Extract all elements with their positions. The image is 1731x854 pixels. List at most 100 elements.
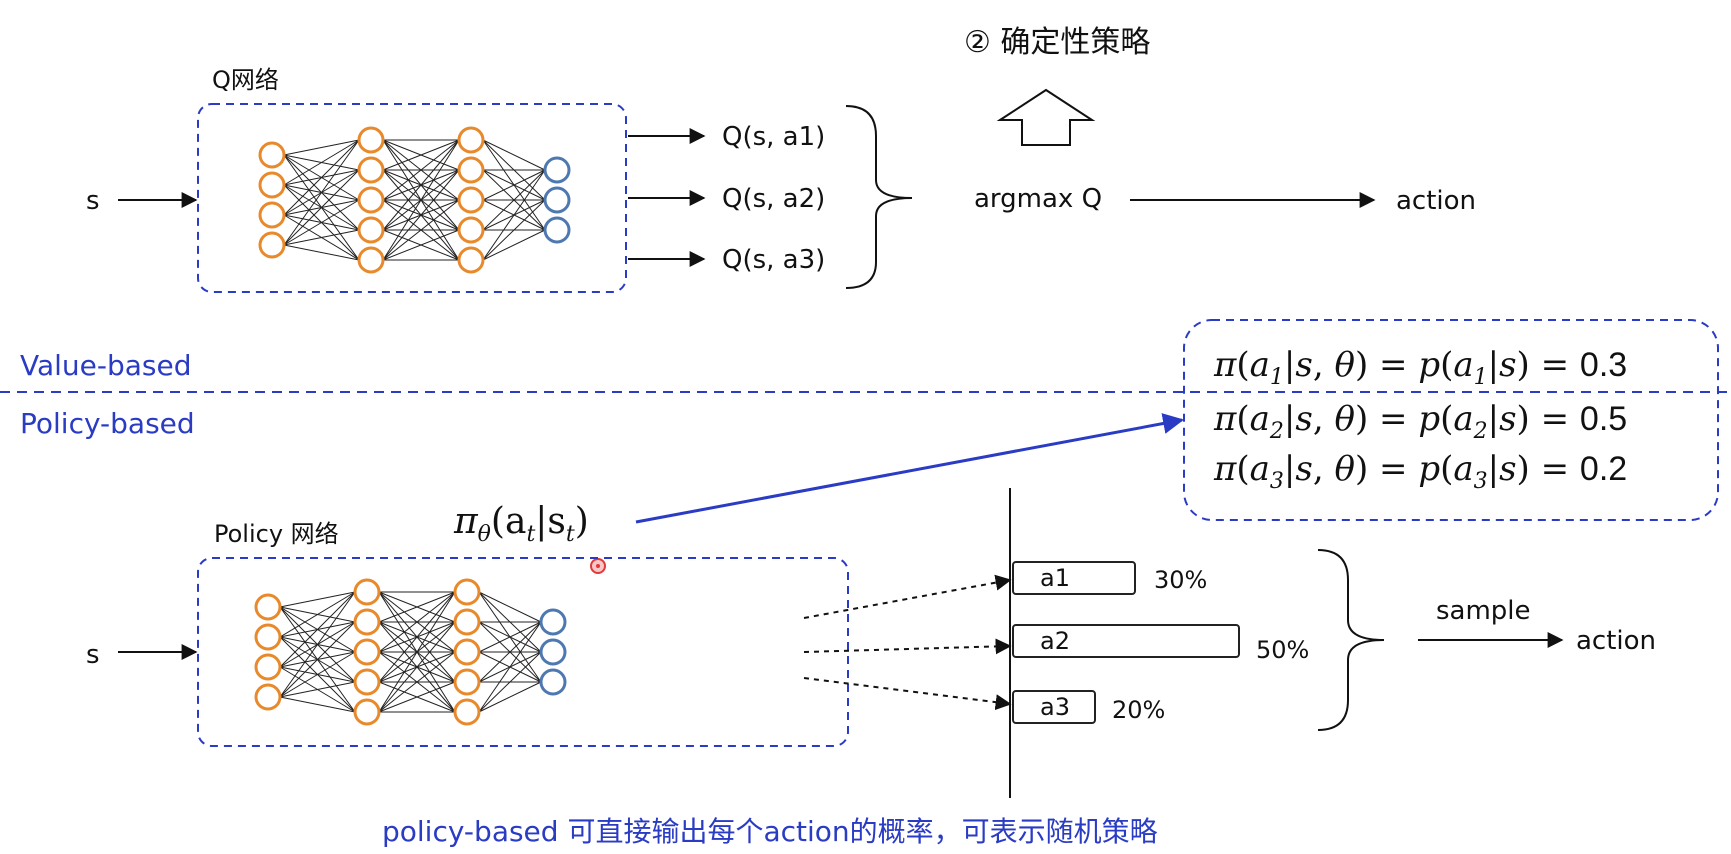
q-net-edge	[382, 229, 460, 261]
q-net-node-l2-4	[357, 216, 385, 244]
q-net-node-l3-2	[457, 156, 485, 184]
q-net-edge	[283, 139, 360, 186]
q-network-box	[197, 103, 627, 293]
policy-net-node-l1-1	[254, 593, 282, 621]
policy-net-edge	[279, 681, 356, 698]
q-net-edge	[482, 139, 546, 171]
formula-line-1: π(a1|s, θ) = p(a1|s) = 0.3	[1214, 345, 1628, 390]
formula-line-2: π(a2|s, θ) = p(a2|s) = 0.5	[1214, 399, 1628, 444]
policy-input-s: s	[86, 640, 100, 670]
q-net-node-l4-2	[543, 186, 571, 214]
prob-bar-a1: a1	[1012, 561, 1136, 595]
policy-net-node-l3-5	[453, 698, 481, 726]
policy-network-box	[197, 557, 849, 747]
q-net-edge	[283, 244, 360, 261]
q-net-node-l3-4	[457, 216, 485, 244]
q-net-edge	[382, 169, 460, 261]
sample-label: sample	[1436, 596, 1531, 626]
policy-net-edge	[478, 621, 542, 653]
policy-net-node-l4-2	[539, 638, 567, 666]
formula-line-3: π(a3|s, θ) = p(a3|s) = 0.2	[1214, 449, 1628, 494]
prob-bar-a1-label: a1	[1040, 564, 1070, 592]
q-output-1: Q(s, a1)	[722, 122, 826, 152]
policy-net-node-l1-3	[254, 653, 282, 681]
policy-net-edge	[378, 651, 456, 713]
q-net-edge	[283, 229, 360, 246]
q-net-node-l2-5	[357, 246, 385, 274]
policy-net-edge	[378, 621, 456, 713]
policy-output-arrow-3	[803, 677, 1012, 711]
policy-net-node-l4-1	[539, 608, 567, 636]
q-net-edge	[283, 139, 360, 216]
policy-net-edge	[279, 591, 356, 668]
prob-bar-a2-label: a2	[1040, 627, 1070, 655]
deterministic-policy-title: ② 确定性策略	[964, 25, 1151, 60]
policy-net-edge	[279, 591, 356, 698]
q-net-edge	[283, 199, 360, 246]
policy-net-edge	[378, 681, 456, 713]
policy-net-edge	[478, 651, 542, 713]
policy-net-node-l2-4	[353, 668, 381, 696]
policy-net-node-l2-5	[353, 698, 381, 726]
q-net-node-l2-2	[357, 156, 385, 184]
q-net-node-l1-4	[258, 231, 286, 259]
q-net-node-l3-5	[457, 246, 485, 274]
q-net-edge	[283, 169, 360, 246]
policy-net-node-l1-4	[254, 683, 282, 711]
policy-net-edge	[279, 651, 356, 698]
policy-network-label: Policy 网络	[214, 520, 339, 548]
policy-net-edge	[279, 621, 356, 698]
caption: policy-based 可直接输出每个action的概率，可表示随机策略	[382, 815, 1158, 848]
argmax-label: argmax Q	[974, 184, 1103, 214]
policy-net-node-l1-2	[254, 623, 282, 651]
policy-output-arrow-1	[803, 574, 1012, 619]
prob-bar-a3-label: a3	[1040, 693, 1070, 721]
q-net-edge	[482, 199, 546, 261]
q-network-label: Q网络	[212, 66, 279, 94]
policy-net-edge	[478, 591, 542, 623]
policy-net-edge	[378, 591, 456, 653]
q-net-node-l4-1	[543, 156, 571, 184]
pi-to-formula-arrow	[635, 413, 1185, 524]
q-net-edge	[482, 169, 546, 231]
q-network-graph	[258, 126, 571, 274]
policy-net-edge	[378, 591, 456, 623]
bottom-action-label: action	[1576, 626, 1657, 656]
q-net-edge	[283, 139, 360, 246]
q-net-node-l2-1	[357, 126, 385, 154]
policy-net-node-l3-4	[453, 668, 481, 696]
q-output-3: Q(s, a3)	[722, 245, 826, 275]
policy-net-node-l2-3	[353, 638, 381, 666]
up-arrow-icon	[996, 88, 1096, 146]
q-input-s: s	[86, 186, 100, 216]
prob-bar-a3: a3	[1012, 690, 1096, 724]
q-net-edge	[283, 139, 360, 156]
policy-brace	[1317, 549, 1385, 731]
q-net-node-l3-3	[457, 186, 485, 214]
policy-net-edge	[478, 621, 542, 683]
policy-net-node-l3-3	[453, 638, 481, 666]
policy-net-node-l4-3	[539, 668, 567, 696]
policy-net-edge	[279, 696, 356, 713]
policy-network-graph	[254, 578, 567, 726]
q-net-edge	[382, 139, 460, 261]
q-net-edge	[382, 199, 460, 261]
q-net-node-l1-3	[258, 201, 286, 229]
q-net-node-l4-3	[543, 216, 571, 244]
policy-net-node-l3-1	[453, 578, 481, 606]
cursor-dot-core	[596, 564, 600, 568]
q-net-edge	[482, 169, 546, 261]
q-net-node-l2-3	[357, 186, 385, 214]
policy-output-arrow-2	[803, 638, 1012, 655]
value-based-label: Value-based	[20, 349, 192, 382]
policy-net-edge	[279, 591, 356, 608]
q-net-node-l1-2	[258, 171, 286, 199]
prob-bar-a1-percent: 30%	[1154, 566, 1208, 594]
q-output-2: Q(s, a2)	[722, 184, 826, 214]
policy-net-edge	[378, 591, 456, 683]
policy-net-node-l2-1	[353, 578, 381, 606]
policy-net-node-l3-2	[453, 608, 481, 636]
prob-bar-a2: a2	[1012, 624, 1240, 658]
prob-bar-a2-percent: 50%	[1256, 636, 1310, 664]
